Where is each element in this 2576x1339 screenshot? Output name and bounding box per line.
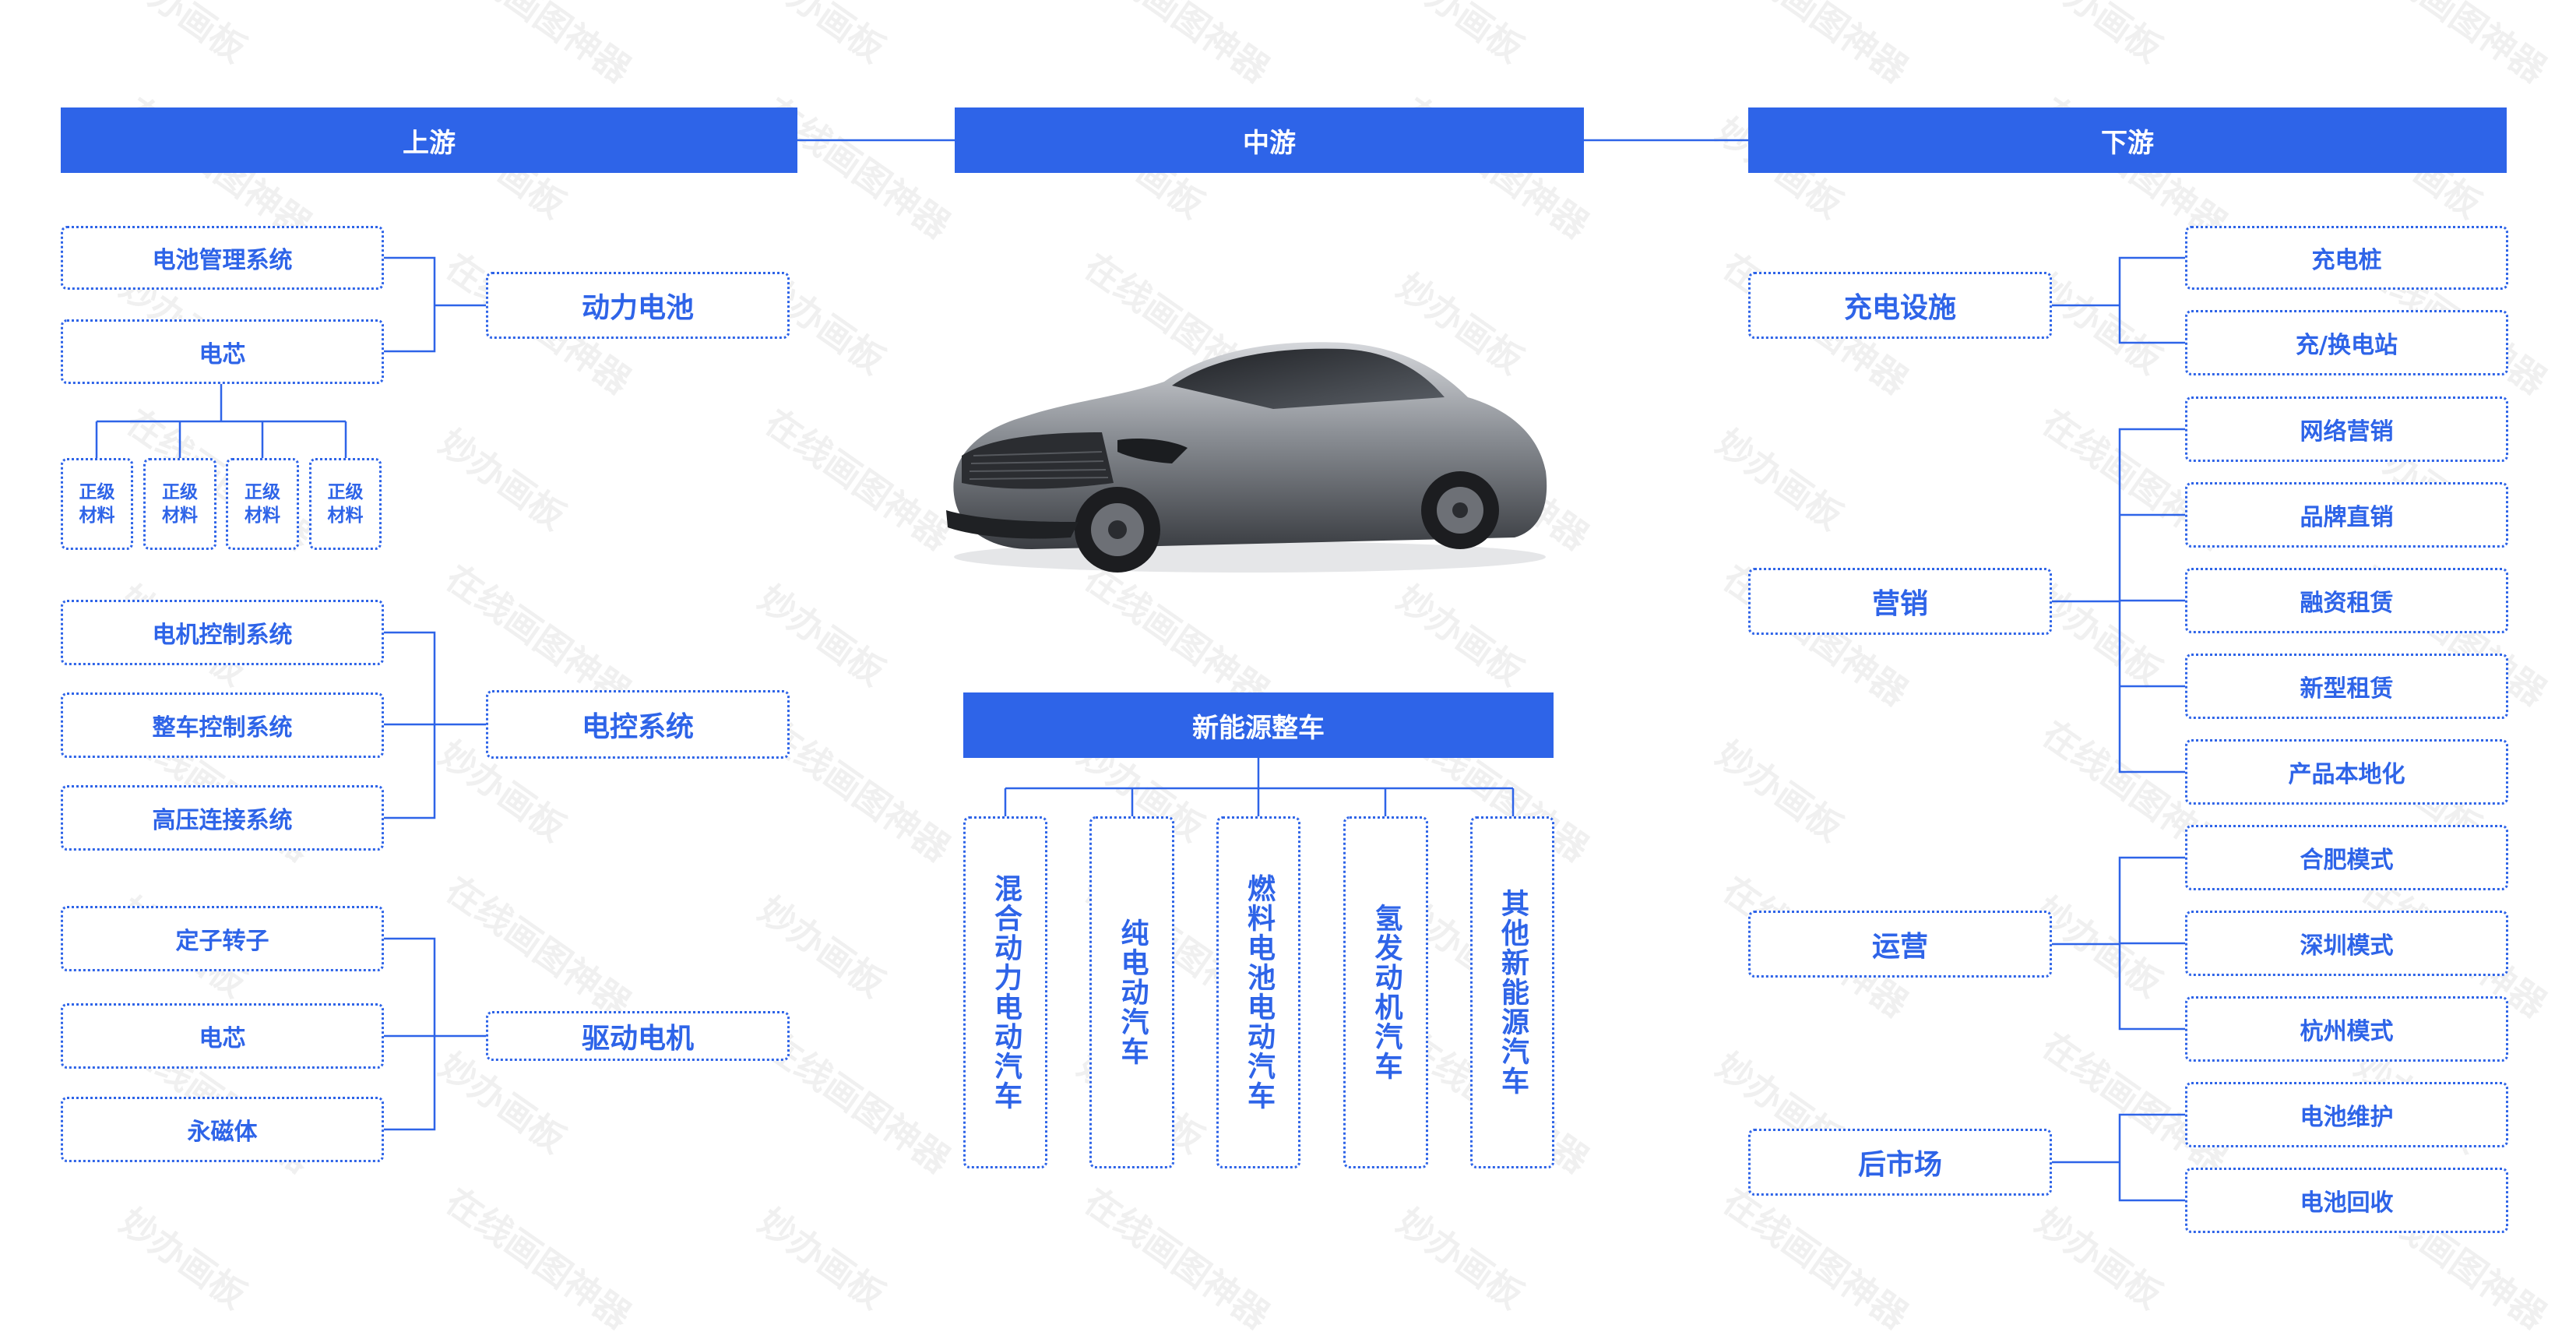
node-finance-lease: 融资租赁: [2185, 568, 2508, 633]
node-pure-ev: 纯电动汽车: [1089, 816, 1174, 1168]
node-bms: 电池管理系统: [61, 226, 384, 290]
node-drive-motor: 驱动电机: [486, 1011, 790, 1061]
node-hybrid-ev: 混合动力电动汽车: [963, 816, 1047, 1168]
node-fuel-cell-ev: 燃料电池电动汽车: [1216, 816, 1300, 1168]
node-magnet: 永磁体: [61, 1097, 384, 1162]
node-operation: 运营: [1748, 911, 2052, 978]
node-charging-pile: 充电桩: [2185, 226, 2508, 290]
node-vehicle-control: 整车控制系统: [61, 692, 384, 758]
node-hangzhou-mode: 杭州模式: [2185, 996, 2508, 1062]
header-midstream: 中游: [955, 107, 1584, 173]
node-new-energy-vehicle: 新能源整车: [963, 692, 1554, 758]
node-online-marketing: 网络营销: [2185, 396, 2508, 462]
node-swap-station: 充/换电站: [2185, 310, 2508, 375]
node-marketing: 营销: [1748, 568, 2052, 635]
node-shenzhen-mode: 深圳模式: [2185, 911, 2508, 976]
node-aftermarket: 后市场: [1748, 1129, 2052, 1196]
node-hydrogen-engine-car: 氢发动机汽车: [1343, 816, 1428, 1168]
node-direct-sales: 品牌直销: [2185, 482, 2508, 548]
node-battery-recycling: 电池回收: [2185, 1168, 2508, 1233]
car-image: [938, 323, 1561, 580]
connector-lines: [95, 139, 2185, 1202]
node-hv-connection: 高压连接系统: [61, 785, 384, 851]
node-material: 正级 材料: [226, 458, 299, 550]
node-electric-control: 电控系统: [486, 690, 790, 759]
node-material: 正级 材料: [309, 458, 382, 550]
node-battery-maintenance: 电池维护: [2185, 1082, 2508, 1147]
node-material: 正级 材料: [143, 458, 216, 550]
node-material: 正级 材料: [61, 458, 133, 550]
node-other-nev: 其他新能源汽车: [1470, 816, 1554, 1168]
node-new-lease: 新型租赁: [2185, 654, 2508, 719]
node-hefei-mode: 合肥模式: [2185, 825, 2508, 890]
node-power-battery: 动力电池: [486, 272, 790, 339]
header-upstream: 上游: [61, 107, 797, 173]
node-stator-rotor: 定子转子: [61, 906, 384, 971]
header-downstream: 下游: [1748, 107, 2507, 173]
node-motor-control: 电机控制系统: [61, 600, 384, 665]
node-charging-facilities: 充电设施: [1748, 272, 2052, 339]
node-cell-2: 电芯: [61, 1003, 384, 1069]
node-cell: 电芯: [61, 319, 384, 384]
node-localization: 产品本地化: [2185, 739, 2508, 805]
